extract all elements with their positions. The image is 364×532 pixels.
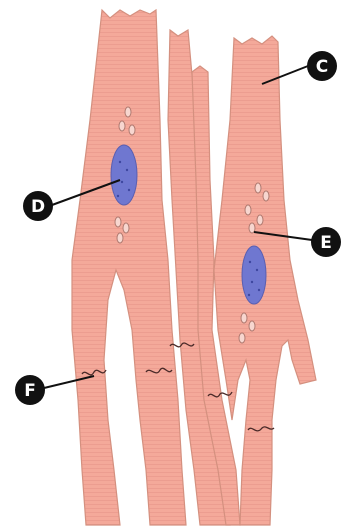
label-e: E bbox=[311, 227, 341, 257]
nucleus-d bbox=[111, 145, 137, 205]
nucleus-e bbox=[242, 246, 266, 304]
label-c: C bbox=[307, 51, 337, 81]
label-c-text: C bbox=[316, 57, 328, 77]
label-f-text: F bbox=[24, 381, 36, 401]
label-f: F bbox=[15, 375, 45, 405]
label-d-text: D bbox=[31, 197, 45, 217]
label-e-text: E bbox=[320, 233, 332, 253]
label-d: D bbox=[23, 191, 53, 221]
